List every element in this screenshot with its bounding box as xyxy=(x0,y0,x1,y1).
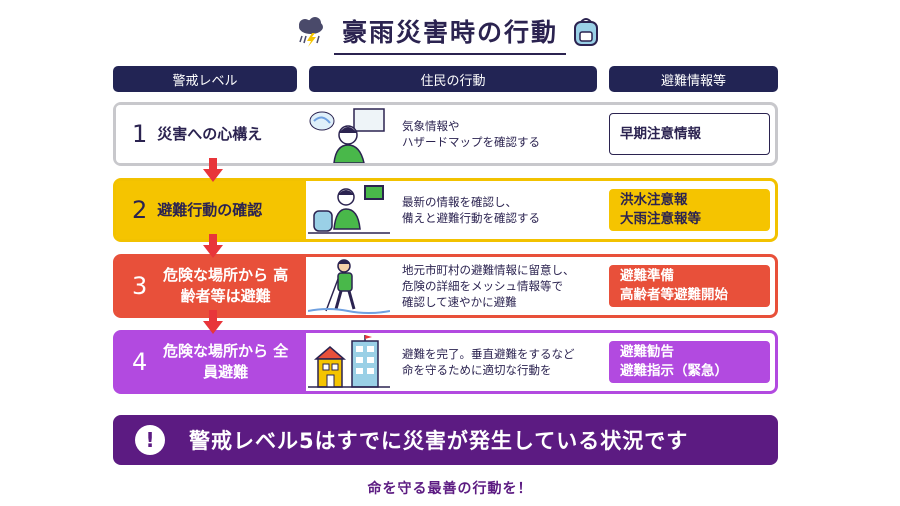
level-label: 危険な場所から 高齢者等は避難 xyxy=(163,266,289,305)
level-row-4: 4 危険な場所から 全員避難 避難を完了。垂直避難をするなど 命を守るために適切… xyxy=(113,330,778,394)
alert-text: 警戒レベル5はすでに災害が発生している状況です xyxy=(189,429,689,453)
action-text: 最新の情報を確認し、 備えと避難行動を確認する xyxy=(402,195,540,225)
level-cell: 1 災害への心構え xyxy=(116,105,306,163)
level-number: 1 xyxy=(132,120,148,148)
title-area: 豪雨災害時の行動 xyxy=(0,13,900,55)
evacuating-person-illustration xyxy=(308,259,390,314)
backpack-icon xyxy=(574,18,598,46)
storm-cloud-icon xyxy=(299,17,323,47)
level-row-1: 1 災害への心構え 気象情報や ハザードマップを確認する 早期注意情報 xyxy=(113,102,778,166)
level-cell: 2 避難行動の確認 xyxy=(116,181,306,239)
info-badge: 避難勧告 避難指示（緊急） xyxy=(609,341,770,383)
exclamation-icon: ! xyxy=(135,425,165,455)
level-label: 危険な場所から 全員避難 xyxy=(163,342,289,381)
level-number: 2 xyxy=(132,196,148,224)
info-badge: 早期注意情報 xyxy=(609,113,770,155)
level-number: 4 xyxy=(132,348,148,376)
tv-backpack-illustration xyxy=(308,185,390,234)
header-info: 避難情報等 xyxy=(609,66,778,92)
level-row-2: 2 避難行動の確認 最新の情報を確認し、 備えと避難行動を確認する 洪水注意報 … xyxy=(113,178,778,242)
smartphone-weather-illustration xyxy=(309,108,385,163)
footer-message: 命を守る最善の行動を！ xyxy=(367,481,533,497)
level-number: 3 xyxy=(132,272,148,300)
action-text: 地元市町村の避難情報に留意し、 危険の詳細をメッシュ情報等で 確認して速やかに避… xyxy=(402,263,575,309)
warning-arrow-icon xyxy=(203,310,223,334)
level-label: 災害への心構え xyxy=(157,124,263,143)
action-text: 気象情報や ハザードマップを確認する xyxy=(402,119,540,149)
page-title: 豪雨災害時の行動 xyxy=(333,13,566,55)
buildings-illustration xyxy=(308,335,390,388)
action-text: 避難を完了。垂直避難をするなど 命を守るために適切な行動を xyxy=(402,347,575,377)
level-label: 避難行動の確認 xyxy=(157,200,263,219)
info-badge: 洪水注意報 大雨注意報等 xyxy=(609,189,770,231)
level-cell: 3 危険な場所から 高齢者等は避難 xyxy=(116,257,306,315)
level5-alert-banner: ! 警戒レベル5はすでに災害が発生している状況です xyxy=(113,415,778,465)
header-action: 住民の行動 xyxy=(309,66,597,92)
info-badge: 避難準備 高齢者等避難開始 xyxy=(609,265,770,307)
header-level: 警戒レベル xyxy=(113,66,297,92)
warning-arrow-icon xyxy=(203,158,223,182)
warning-arrow-icon xyxy=(203,234,223,258)
level-cell: 4 危険な場所から 全員避難 xyxy=(116,333,306,391)
level-row-3: 3 危険な場所から 高齢者等は避難 地元市町村の避難情報に留意し、 危険の詳細を… xyxy=(113,254,778,318)
